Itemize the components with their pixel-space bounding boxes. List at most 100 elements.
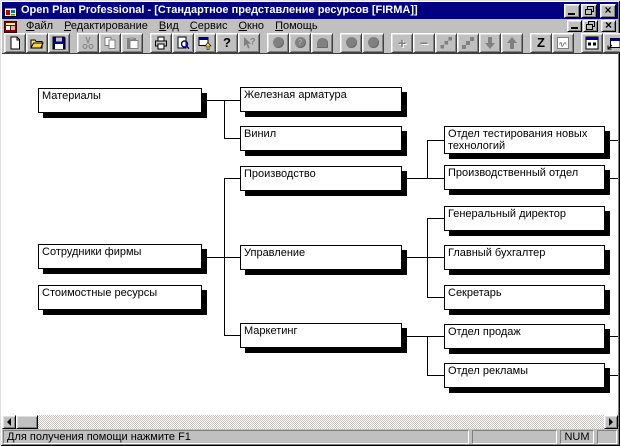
chart-node-marketing[interactable]: Маркетинг <box>240 323 402 348</box>
connector-line <box>402 178 444 179</box>
minimize-button[interactable] <box>564 3 580 18</box>
connector-line <box>224 335 240 336</box>
child-minimize-icon <box>571 26 578 29</box>
scroll-track[interactable] <box>16 415 604 429</box>
menu-file[interactable]: Файл <box>26 19 54 32</box>
window-title: Open Plan Professional - [Стандартное пр… <box>21 4 418 16</box>
horizontal-scrollbar[interactable] <box>2 415 618 429</box>
circle-icon <box>345 37 357 48</box>
connector-line <box>605 140 618 141</box>
connector-line <box>224 100 225 138</box>
link-dots-icon <box>439 36 453 50</box>
scroll-thumb[interactable] <box>16 415 38 429</box>
chart-node-general-director[interactable]: Генеральный директор <box>444 206 605 231</box>
connector-line <box>402 336 444 337</box>
chart-node-vinyl[interactable]: Винил <box>240 126 402 151</box>
copy-button <box>99 32 121 53</box>
status-panel-panel-2 <box>597 430 617 444</box>
chart-node-production[interactable]: Производство <box>240 166 402 191</box>
connector-line <box>202 257 240 258</box>
cut-icon <box>81 36 95 50</box>
restore-button[interactable] <box>581 3 597 18</box>
print-button[interactable] <box>150 32 172 53</box>
child-close-icon: × <box>604 17 612 32</box>
child-close-button[interactable]: × <box>601 17 616 32</box>
help-icon: ? <box>223 34 231 50</box>
chart-node-employees[interactable]: Сотрудники фирмы <box>38 244 202 269</box>
connector-line <box>202 100 240 101</box>
connector-line <box>224 178 225 335</box>
close-icon: × <box>604 2 612 17</box>
menu-help[interactable]: Помощь <box>275 19 318 32</box>
chart-node-cost-resources[interactable]: Стоимостные ресурсы <box>38 285 202 310</box>
connector-line <box>427 297 444 298</box>
minimize-icon <box>568 12 575 15</box>
minus-icon: − <box>419 34 429 51</box>
document-icon <box>4 20 17 33</box>
chart-node-materials[interactable]: Материалы <box>38 88 202 113</box>
save-button[interactable] <box>48 32 70 53</box>
menu-window[interactable]: Окно <box>238 19 265 32</box>
scroll-left-button[interactable] <box>2 415 16 429</box>
chart-node-production-dept[interactable]: Производственный отдел <box>444 165 605 190</box>
connector-line <box>427 140 444 141</box>
connector-line <box>224 178 240 179</box>
chart-node-sales-dept[interactable]: Отдел продаж <box>444 324 605 349</box>
title-bar: Open Plan Professional - [Стандартное пр… <box>2 2 618 19</box>
restore-icon <box>584 6 594 15</box>
child-restore-icon <box>586 21 595 30</box>
plus-icon: + <box>397 34 407 51</box>
context-help-button: ? <box>238 32 260 53</box>
chart-node-secretary[interactable]: Секретарь <box>444 285 605 310</box>
resource-button-5 <box>362 32 384 53</box>
resource-button-2: ? <box>289 32 311 53</box>
close-button[interactable]: × <box>600 2 616 18</box>
svg-text:?: ? <box>250 36 256 46</box>
circle-icon <box>367 37 379 48</box>
menu-service[interactable]: Сервис <box>189 19 228 32</box>
arrow-down-icon <box>483 36 497 50</box>
new-window-button[interactable] <box>603 32 620 53</box>
connector-line <box>427 375 444 376</box>
new-button[interactable] <box>4 32 26 53</box>
link-button <box>435 32 457 53</box>
arrow-left-icon <box>3 418 11 426</box>
move-down-button <box>479 32 501 53</box>
status-panel-message: Для получения помощи нажмите F1 <box>3 430 469 444</box>
connector-line <box>427 218 444 219</box>
menu-bar: Файл Редактирование Вид Сервис Окно Помощь × <box>2 17 618 33</box>
print-preview-icon <box>176 36 190 50</box>
open-button[interactable] <box>26 32 48 53</box>
connector-line <box>427 336 428 375</box>
dome-icon <box>316 37 328 48</box>
remove-button: − <box>413 32 435 53</box>
child-restore-button[interactable] <box>583 19 598 32</box>
menu-items: Файл Редактирование Вид Сервис Окно Помощь <box>21 20 566 32</box>
context-help-icon: ? <box>242 36 256 50</box>
tile-window-button[interactable] <box>581 32 603 53</box>
connector-line <box>605 178 618 179</box>
print-preview-button[interactable] <box>172 32 194 53</box>
chart-node-testing-dept[interactable]: Отдел тестирования новых технологий <box>444 126 605 154</box>
circle-question-icon: ? <box>294 37 306 48</box>
connector-line <box>605 375 618 376</box>
sort-z-button[interactable]: Z <box>530 32 552 53</box>
chart-node-chief-accountant[interactable]: Главный бухгалтер <box>444 245 605 270</box>
status-bar: Для получения помощи нажмите F1 NUM <box>2 429 618 444</box>
chart-node-iron-fittings[interactable]: Железная арматура <box>240 87 402 112</box>
import-view-button[interactable] <box>194 32 216 53</box>
menu-edit[interactable]: Редактирование <box>64 19 148 32</box>
connector-line <box>427 218 428 297</box>
status-panel-num-lock: NUM <box>560 430 594 444</box>
chart-node-advertising-dept[interactable]: Отдел рекламы <box>444 363 605 388</box>
chart-node-management[interactable]: Управление <box>240 245 402 270</box>
circle-icon <box>272 37 284 48</box>
tile-window-icon <box>585 36 599 50</box>
add-button: + <box>391 32 413 53</box>
menu-view[interactable]: Вид <box>158 19 179 32</box>
scroll-right-button[interactable] <box>604 415 618 429</box>
paste-icon <box>125 36 139 50</box>
help-button[interactable]: ? <box>216 32 238 53</box>
child-minimize-button[interactable] <box>567 19 582 32</box>
